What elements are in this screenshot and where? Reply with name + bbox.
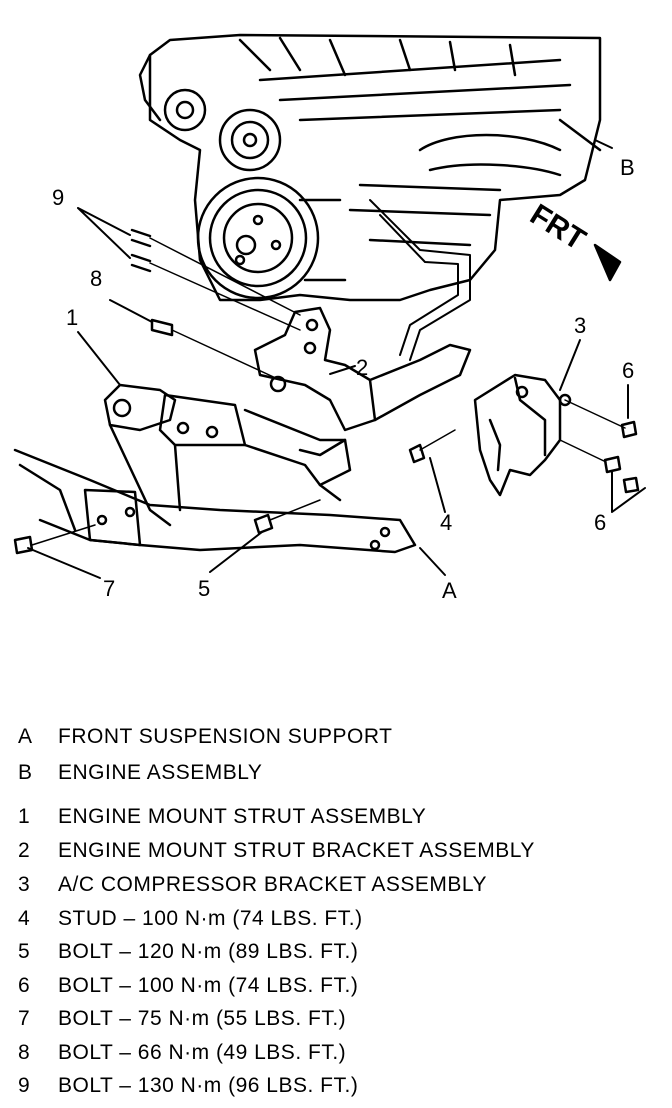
bolt-8 bbox=[150, 318, 281, 381]
legend-key: 3 bbox=[18, 873, 31, 896]
bolt-5 bbox=[253, 499, 321, 535]
crank-pulley bbox=[196, 176, 347, 300]
legend-text: ENGINE MOUNT STRUT ASSEMBLY bbox=[58, 805, 427, 828]
ac-lines bbox=[369, 199, 471, 361]
bolts-6 bbox=[559, 399, 640, 494]
legend-text: BOLT – 100 N·m (74 LBS. FT.) bbox=[58, 974, 359, 997]
legend-key: 7 bbox=[18, 1007, 31, 1030]
callout-6-bottom: 6 bbox=[594, 510, 606, 535]
legend-key: B bbox=[18, 761, 33, 784]
callout-8: 8 bbox=[90, 266, 102, 291]
engine-assembly bbox=[138, 33, 602, 302]
bolts-9 bbox=[130, 228, 301, 331]
legend-text: BOLT – 75 N·m (55 LBS. FT.) bbox=[58, 1007, 347, 1030]
stud-4 bbox=[408, 429, 456, 464]
engine-mount-strut bbox=[103, 383, 352, 527]
legend-key: 8 bbox=[18, 1041, 31, 1064]
legend-text: BOLT – 130 N·m (96 LBS. FT.) bbox=[58, 1074, 359, 1097]
legend-key: 6 bbox=[18, 974, 31, 997]
legend-text: FRONT SUSPENSION SUPPORT bbox=[58, 725, 393, 748]
legend-key: 4 bbox=[18, 907, 31, 930]
idler-pulley bbox=[163, 88, 207, 132]
ac-compressor-bracket bbox=[473, 373, 572, 497]
callout-5: 5 bbox=[198, 576, 210, 601]
legend-text: BOLT – 120 N·m (89 LBS. FT.) bbox=[58, 940, 359, 963]
legend-key: 9 bbox=[18, 1074, 31, 1097]
callout-6-top: 6 bbox=[622, 358, 634, 383]
callout-1: 1 bbox=[66, 305, 78, 330]
callout-a: A bbox=[442, 578, 457, 603]
legend-text: A/C COMPRESSOR BRACKET ASSEMBLY bbox=[58, 873, 487, 896]
leader-lines bbox=[27, 139, 646, 579]
legend-key: 5 bbox=[18, 940, 31, 963]
strut-bracket bbox=[253, 306, 472, 432]
front-arrow-icon bbox=[593, 243, 622, 282]
bolt-7 bbox=[13, 524, 96, 555]
legend-key: A bbox=[18, 725, 33, 748]
legend-key: 2 bbox=[18, 839, 31, 862]
legend-text: ENGINE ASSEMBLY bbox=[58, 761, 263, 784]
exploded-view-diagram: B A 1 2 3 4 5 6 6 7 8 9 FRT bbox=[13, 33, 646, 603]
legend-text: ENGINE MOUNT STRUT BRACKET ASSEMBLY bbox=[58, 839, 535, 862]
frt-label: FRT bbox=[524, 198, 591, 257]
front-suspension-support bbox=[13, 448, 417, 554]
legend-key: 1 bbox=[18, 805, 31, 828]
legend-text: BOLT – 66 N·m (49 LBS. FT.) bbox=[58, 1041, 347, 1064]
callout-7: 7 bbox=[103, 576, 115, 601]
callout-4: 4 bbox=[440, 510, 452, 535]
legend-text: STUD – 100 N·m (74 LBS. FT.) bbox=[58, 907, 363, 930]
callout-b: B bbox=[620, 155, 635, 180]
ac-compressor-pulley bbox=[218, 108, 282, 172]
callout-9: 9 bbox=[52, 185, 64, 210]
callout-3: 3 bbox=[574, 313, 586, 338]
callout-2: 2 bbox=[356, 355, 368, 380]
